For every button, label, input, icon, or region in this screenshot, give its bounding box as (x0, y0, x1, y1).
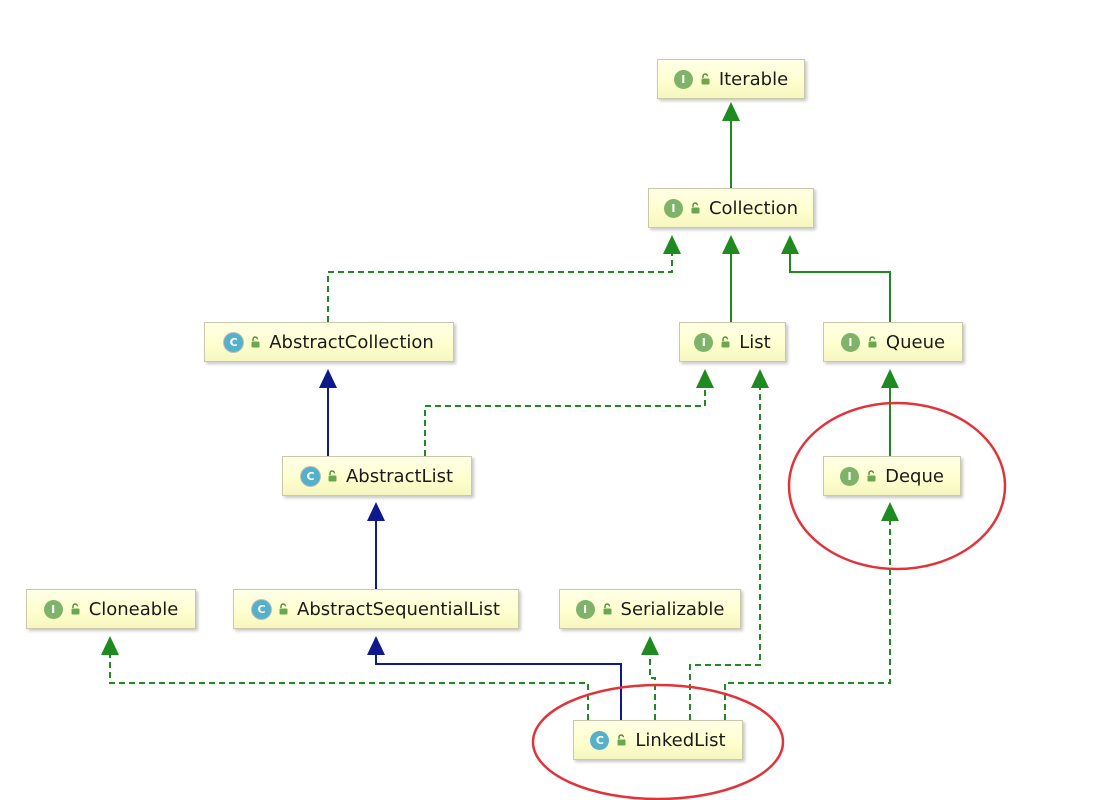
unlock-icon (279, 603, 288, 615)
arrowhead-cloneable (101, 636, 119, 655)
node-list[interactable]: I List (679, 322, 786, 362)
node-queue[interactable]: I Queue (823, 322, 963, 362)
node-label: LinkedList (635, 729, 726, 751)
node-cloneable[interactable]: I Cloneable (26, 589, 196, 629)
node-abstract-list[interactable]: C AbstractList (282, 456, 472, 496)
unlock-icon (328, 470, 337, 482)
edge-linked_list-to-list (689, 387, 761, 720)
interface-icon: I (43, 599, 63, 619)
arrowhead-abstract_sequential_list (367, 636, 385, 655)
node-abstract-collection[interactable]: C AbstractCollection (204, 322, 454, 362)
class-icon: C (252, 599, 272, 619)
node-label: List (739, 331, 771, 353)
edge-abstract_collection-to-collection (327, 253, 673, 322)
arrowhead-serializable (641, 636, 659, 655)
highlight-circle-deque (787, 401, 1007, 571)
arrowhead-deque (881, 502, 899, 521)
class-icon: C (224, 332, 244, 352)
node-label: Iterable (718, 68, 789, 90)
unlock-icon (617, 734, 626, 746)
interface-icon: I (663, 198, 683, 218)
node-label: AbstractList (345, 465, 454, 487)
node-label: AbstractSequentialList (297, 598, 500, 620)
unlock-icon (867, 470, 876, 482)
node-iterable[interactable]: I Iterable (657, 59, 805, 99)
unlock-icon (603, 603, 612, 615)
arrowhead-iterable (722, 102, 740, 121)
unlock-icon (71, 603, 80, 615)
interface-icon: I (840, 466, 860, 486)
node-label: Deque (885, 465, 944, 487)
node-collection[interactable]: I Collection (648, 188, 814, 228)
interface-icon: I (673, 69, 693, 89)
node-abstract-sequential-list[interactable]: C AbstractSequentialList (233, 589, 519, 629)
node-label: Serializable (620, 598, 725, 620)
node-label: Collection (708, 197, 799, 219)
arrowhead-list (751, 369, 769, 388)
edge-linked_list-to-serializable (649, 654, 656, 720)
arrowhead-list (696, 369, 714, 388)
node-label: AbstractCollection (269, 331, 434, 353)
edges-layer (101, 102, 899, 720)
highlights-layer (531, 401, 1007, 800)
edge-queue-to-collection (789, 253, 891, 322)
highlight-circle-linked-list (531, 683, 785, 800)
node-deque[interactable]: I Deque (823, 456, 961, 496)
arrowhead-collection (781, 235, 799, 254)
unlock-icon (868, 336, 877, 348)
edge-abstract_list-to-list (424, 387, 706, 456)
unlock-icon (721, 336, 730, 348)
arrowhead-abstract_list (367, 502, 385, 521)
unlock-icon (251, 336, 260, 348)
interface-icon: I (575, 599, 595, 619)
edge-linked_list-to-abstract_sequential_list (375, 654, 622, 720)
arrowhead-collection (722, 235, 740, 254)
node-serializable[interactable]: I Serializable (559, 589, 741, 629)
arrowhead-abstract_collection (319, 369, 337, 388)
node-label: Queue (885, 331, 946, 353)
interface-icon: I (840, 332, 860, 352)
node-label: Cloneable (88, 598, 179, 620)
arrowhead-queue (881, 369, 899, 388)
unlock-icon (691, 202, 700, 214)
edge-linked_list-to-deque (724, 520, 891, 720)
unlock-icon (701, 73, 710, 85)
node-linked-list[interactable]: C LinkedList (573, 720, 743, 760)
arrowhead-collection (663, 235, 681, 254)
interface-icon: I (694, 332, 714, 352)
class-icon: C (590, 730, 610, 750)
class-icon: C (300, 466, 320, 486)
edge-linked_list-to-cloneable (109, 654, 589, 720)
